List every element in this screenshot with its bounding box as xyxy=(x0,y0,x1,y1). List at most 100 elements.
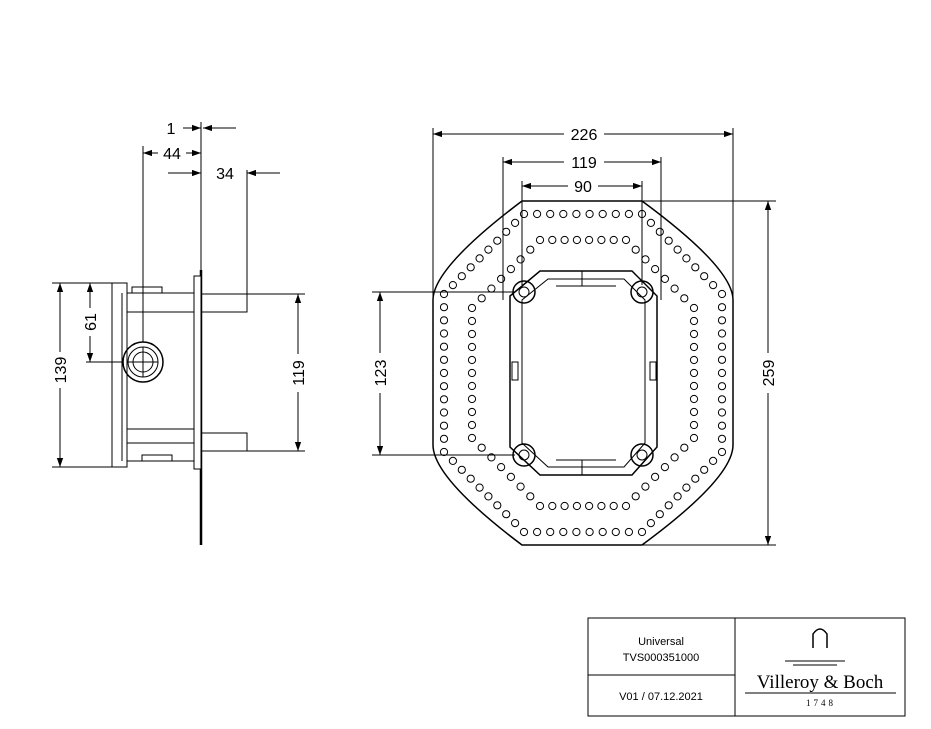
perforation-hole xyxy=(466,474,475,483)
perforation-hole xyxy=(467,342,477,352)
perforation-hole xyxy=(439,342,449,351)
perforation-hole xyxy=(691,474,700,483)
perforation-hole xyxy=(621,235,631,245)
perforation-hole xyxy=(689,342,699,352)
perforation-hole xyxy=(546,527,555,537)
perforation-hole xyxy=(535,235,545,245)
perforation-hole xyxy=(717,434,727,443)
perforation-hole xyxy=(664,501,673,510)
perforation-hole xyxy=(646,218,656,227)
perforation-hole xyxy=(646,519,656,528)
perforation-hole xyxy=(493,236,502,245)
perforation-hole xyxy=(439,382,449,391)
perforation-hole xyxy=(689,433,699,443)
perforation-hole xyxy=(631,492,640,501)
brand-name: Villeroy & Boch xyxy=(757,672,884,693)
perforation-hole xyxy=(717,368,727,378)
perforation-hole xyxy=(598,209,607,219)
perforation-hole xyxy=(510,519,520,528)
perforation-hole xyxy=(519,209,529,219)
perforation-hole xyxy=(621,501,631,511)
perforation-hole xyxy=(682,483,691,492)
perforation-hole xyxy=(560,501,569,511)
perforation-hole xyxy=(655,510,664,519)
dim-height-total-side: 139 xyxy=(53,357,70,384)
perforation-hole xyxy=(467,433,477,443)
perforation-hole xyxy=(717,408,727,417)
perforation-hole xyxy=(689,420,699,430)
perforation-hole xyxy=(467,303,477,313)
perforation-hole xyxy=(572,209,581,219)
perforation-hole xyxy=(487,284,496,293)
perforation-hole xyxy=(502,510,511,519)
perforation-hole xyxy=(467,394,477,404)
perforation-hole xyxy=(609,501,618,511)
dim-height-total-front: 259 xyxy=(761,360,778,387)
brand-year: 1748 xyxy=(806,698,836,708)
perforation-hole xyxy=(585,501,594,511)
perforation-hole xyxy=(660,463,670,472)
perforation-hole xyxy=(689,303,699,313)
perforation-hole xyxy=(475,254,484,263)
perforation-hole xyxy=(439,316,449,325)
perforation-hole xyxy=(717,421,727,430)
perforation-hole xyxy=(439,368,449,378)
perforation-hole xyxy=(717,329,727,338)
perforation-hole xyxy=(631,245,640,254)
perforation-hole xyxy=(516,482,525,491)
perforation-hole xyxy=(689,316,699,326)
perforation-hole xyxy=(484,245,493,254)
perforation-hole xyxy=(467,420,477,430)
perforation-hole xyxy=(624,527,634,537)
perforation-hole xyxy=(467,381,477,391)
dim-depth-left: 44 xyxy=(163,146,181,163)
perforation-hole xyxy=(526,245,535,254)
perforation-hole xyxy=(637,527,647,537)
dim-width-mid: 119 xyxy=(571,155,597,172)
perforation-hole xyxy=(572,235,582,245)
perforation-hole xyxy=(477,443,486,452)
product-name: Universal xyxy=(638,636,684,648)
perforation-hole xyxy=(717,447,727,457)
perforation-hole xyxy=(506,265,515,274)
perforation-hole xyxy=(487,453,496,462)
perforation-hole xyxy=(717,355,727,364)
perforation-hole xyxy=(660,274,670,283)
perforation-hole xyxy=(717,382,727,391)
perforation-hole xyxy=(689,368,699,378)
perforation-hole xyxy=(559,209,568,219)
perforation-hole xyxy=(526,492,535,501)
perforation-hole xyxy=(680,443,689,452)
version-date: V01 / 07.12.2021 xyxy=(619,691,703,703)
perforation-hole xyxy=(717,395,727,404)
perforation-hole xyxy=(467,407,477,417)
perforation-hole xyxy=(467,316,477,326)
perforation-hole xyxy=(689,381,699,391)
perforation-hole xyxy=(477,294,486,303)
perforation-hole xyxy=(535,501,545,511)
perforation-hole xyxy=(439,303,449,312)
dim-height-body: 119 xyxy=(291,360,308,386)
perforation-hole xyxy=(651,472,660,481)
perforation-hole xyxy=(597,235,606,245)
perforation-hole xyxy=(448,456,457,465)
perforation-hole xyxy=(700,465,709,474)
perforation-hole xyxy=(611,209,620,219)
perforation-hole xyxy=(439,289,449,299)
perforation-hole xyxy=(691,263,700,272)
dim-depth-right: 34 xyxy=(216,166,234,183)
article-number: TVS000351000 xyxy=(623,652,699,664)
perforation-hole xyxy=(689,394,699,404)
perforation-hole xyxy=(585,527,594,537)
perforation-hole xyxy=(466,263,475,272)
dim-width-total: 226 xyxy=(571,127,598,144)
perforation-hole xyxy=(548,501,557,511)
perforation-hole xyxy=(641,255,650,264)
perforation-hole xyxy=(624,209,634,219)
dim-height-center: 61 xyxy=(83,313,100,331)
perforation-hole xyxy=(585,235,594,245)
perforation-hole xyxy=(439,421,449,430)
perforation-hole xyxy=(467,355,477,365)
side-view xyxy=(52,122,305,545)
perforation-hole xyxy=(457,465,466,474)
